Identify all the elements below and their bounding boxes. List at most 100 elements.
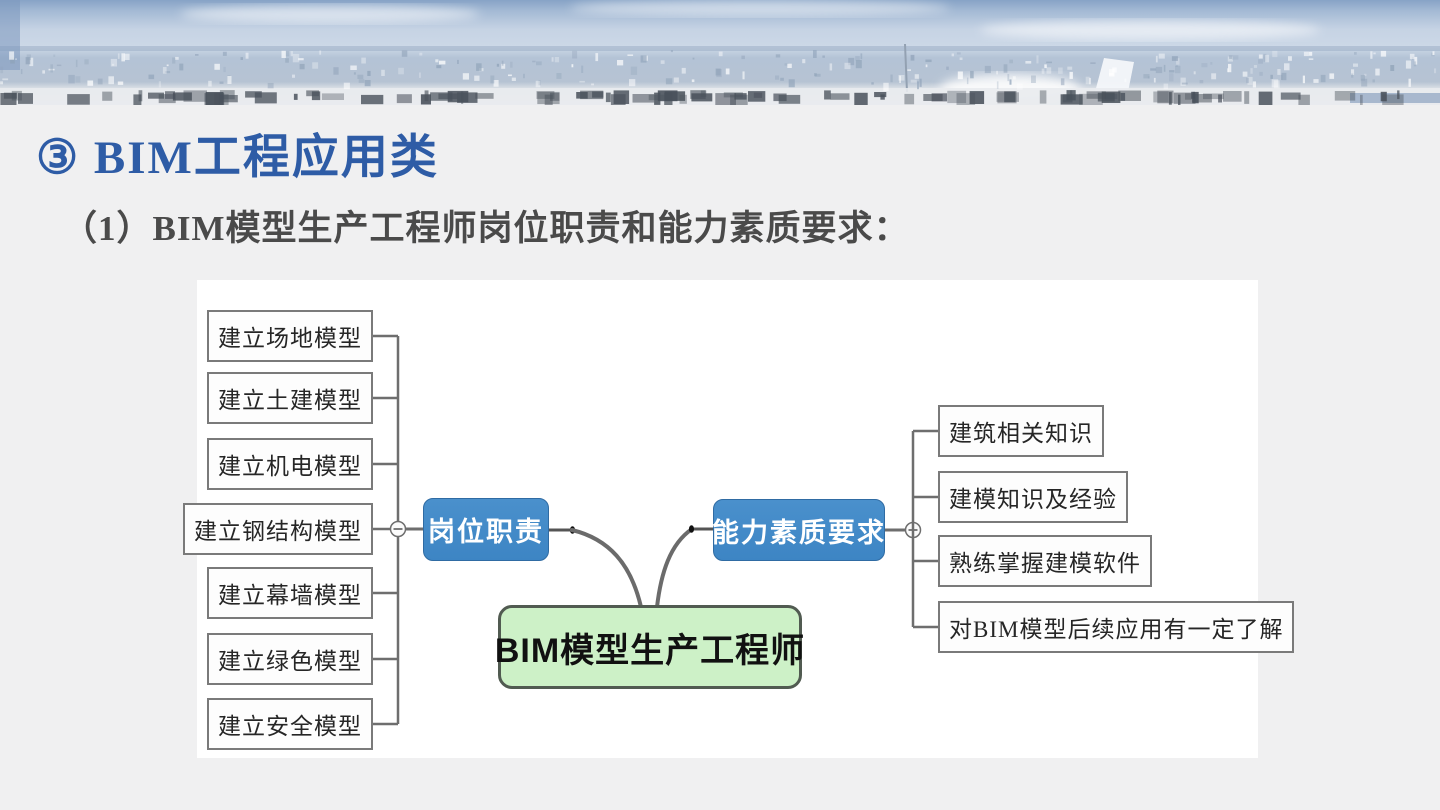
mindmap-node-skill: 建模知识及经验 bbox=[938, 471, 1128, 523]
banner-texture bbox=[292, 53, 300, 63]
banner-texture bbox=[1370, 51, 1373, 59]
banner-texture bbox=[511, 77, 516, 81]
banner-texture bbox=[775, 54, 781, 58]
banner-texture bbox=[734, 93, 747, 100]
banner-texture bbox=[956, 93, 976, 105]
banner-texture bbox=[691, 79, 695, 83]
banner-texture bbox=[1380, 91, 1387, 102]
banner-texture bbox=[1058, 67, 1063, 74]
banner-texture bbox=[1163, 64, 1166, 72]
banner-texture bbox=[48, 68, 55, 71]
banner-texture bbox=[475, 93, 494, 99]
banner-texture bbox=[660, 60, 665, 64]
banner-texture bbox=[784, 63, 789, 66]
banner-texture bbox=[1203, 93, 1224, 100]
horizon-line bbox=[0, 46, 1440, 51]
banner-texture bbox=[1284, 63, 1290, 71]
banner-texture bbox=[461, 91, 464, 104]
banner-texture bbox=[381, 69, 385, 76]
banner-texture bbox=[358, 79, 365, 83]
banner-texture bbox=[957, 71, 963, 80]
banner-texture bbox=[1405, 60, 1412, 69]
banner-texture bbox=[956, 52, 961, 55]
banner-texture bbox=[0, 93, 17, 105]
banner-texture bbox=[741, 55, 745, 60]
banner-texture bbox=[1176, 58, 1180, 65]
banner-texture bbox=[627, 54, 634, 56]
banner-texture bbox=[1223, 91, 1242, 102]
banner-texture bbox=[245, 91, 262, 98]
banner-texture bbox=[18, 93, 33, 104]
banner-texture bbox=[1303, 51, 1309, 57]
banner-texture bbox=[919, 78, 922, 87]
banner-texture bbox=[10, 57, 15, 64]
mindmap-node-task: 建立土建模型 bbox=[207, 372, 373, 424]
banner-texture bbox=[951, 53, 954, 57]
banner-texture bbox=[617, 60, 624, 66]
banner-texture bbox=[996, 81, 999, 89]
banner-texture bbox=[1277, 69, 1281, 75]
banner-texture bbox=[97, 78, 103, 85]
banner-texture bbox=[162, 67, 167, 74]
banner-texture bbox=[508, 74, 512, 77]
center-curve-left bbox=[570, 528, 643, 609]
banner-texture bbox=[1373, 52, 1376, 55]
banner-texture bbox=[219, 90, 235, 100]
banner-texture bbox=[910, 54, 915, 61]
cloud bbox=[980, 20, 1320, 40]
banner-texture bbox=[571, 64, 574, 68]
banner-texture bbox=[1242, 71, 1248, 77]
banner-texture bbox=[219, 81, 224, 84]
banner-texture bbox=[1039, 90, 1047, 104]
banner-texture bbox=[1432, 51, 1435, 55]
banner-texture bbox=[0, 81, 4, 85]
banner-texture bbox=[629, 79, 636, 87]
banner-texture bbox=[319, 50, 322, 55]
banner-texture bbox=[787, 63, 792, 68]
mindmap-panel: 建立场地模型 建立土建模型 建立机电模型 建立钢结构模型 建立幕墙模型 建立绿色… bbox=[183, 280, 1295, 758]
banner-texture bbox=[1175, 65, 1181, 74]
banner-texture bbox=[1112, 67, 1117, 73]
banner-texture bbox=[281, 50, 286, 58]
banner-texture bbox=[814, 73, 817, 77]
banner-texture bbox=[166, 64, 169, 67]
banner-texture bbox=[110, 58, 117, 67]
banner-texture bbox=[68, 74, 75, 84]
banner-texture bbox=[730, 94, 748, 105]
banner-texture bbox=[1258, 54, 1263, 59]
banner-texture bbox=[1004, 91, 1016, 103]
banner-texture bbox=[1155, 55, 1158, 63]
water-band bbox=[1350, 93, 1440, 103]
banner-texture bbox=[102, 91, 113, 101]
banner-texture bbox=[855, 56, 860, 61]
banner-texture bbox=[165, 91, 175, 99]
banner-texture bbox=[654, 92, 661, 105]
banner-texture bbox=[556, 73, 562, 79]
banner-texture bbox=[158, 81, 161, 88]
banner-texture bbox=[1153, 91, 1169, 103]
banner-texture bbox=[718, 51, 723, 57]
banner-texture bbox=[1258, 91, 1273, 105]
banner-texture bbox=[1252, 81, 1256, 88]
banner-texture bbox=[1007, 74, 1010, 82]
banner-texture bbox=[11, 90, 22, 101]
banner-texture bbox=[1354, 52, 1357, 55]
banner-texture bbox=[692, 57, 695, 60]
banner-texture bbox=[84, 59, 89, 65]
banner-texture bbox=[1009, 79, 1012, 85]
banner-texture bbox=[1232, 55, 1239, 60]
banner-texture bbox=[223, 66, 226, 73]
banner-texture bbox=[1414, 56, 1418, 65]
banner-texture bbox=[775, 75, 780, 80]
banner-texture bbox=[890, 74, 893, 83]
banner-texture bbox=[1181, 82, 1188, 85]
banner-texture bbox=[1150, 68, 1157, 71]
banner-texture bbox=[883, 82, 889, 91]
banner-texture bbox=[673, 77, 679, 83]
mindmap-node-task: 建立幕墙模型 bbox=[207, 567, 373, 619]
junction-dot bbox=[688, 525, 695, 533]
banner-texture bbox=[1171, 56, 1178, 61]
banner-texture bbox=[1382, 94, 1404, 105]
banner-texture bbox=[1413, 61, 1417, 67]
banner-texture bbox=[966, 77, 969, 85]
